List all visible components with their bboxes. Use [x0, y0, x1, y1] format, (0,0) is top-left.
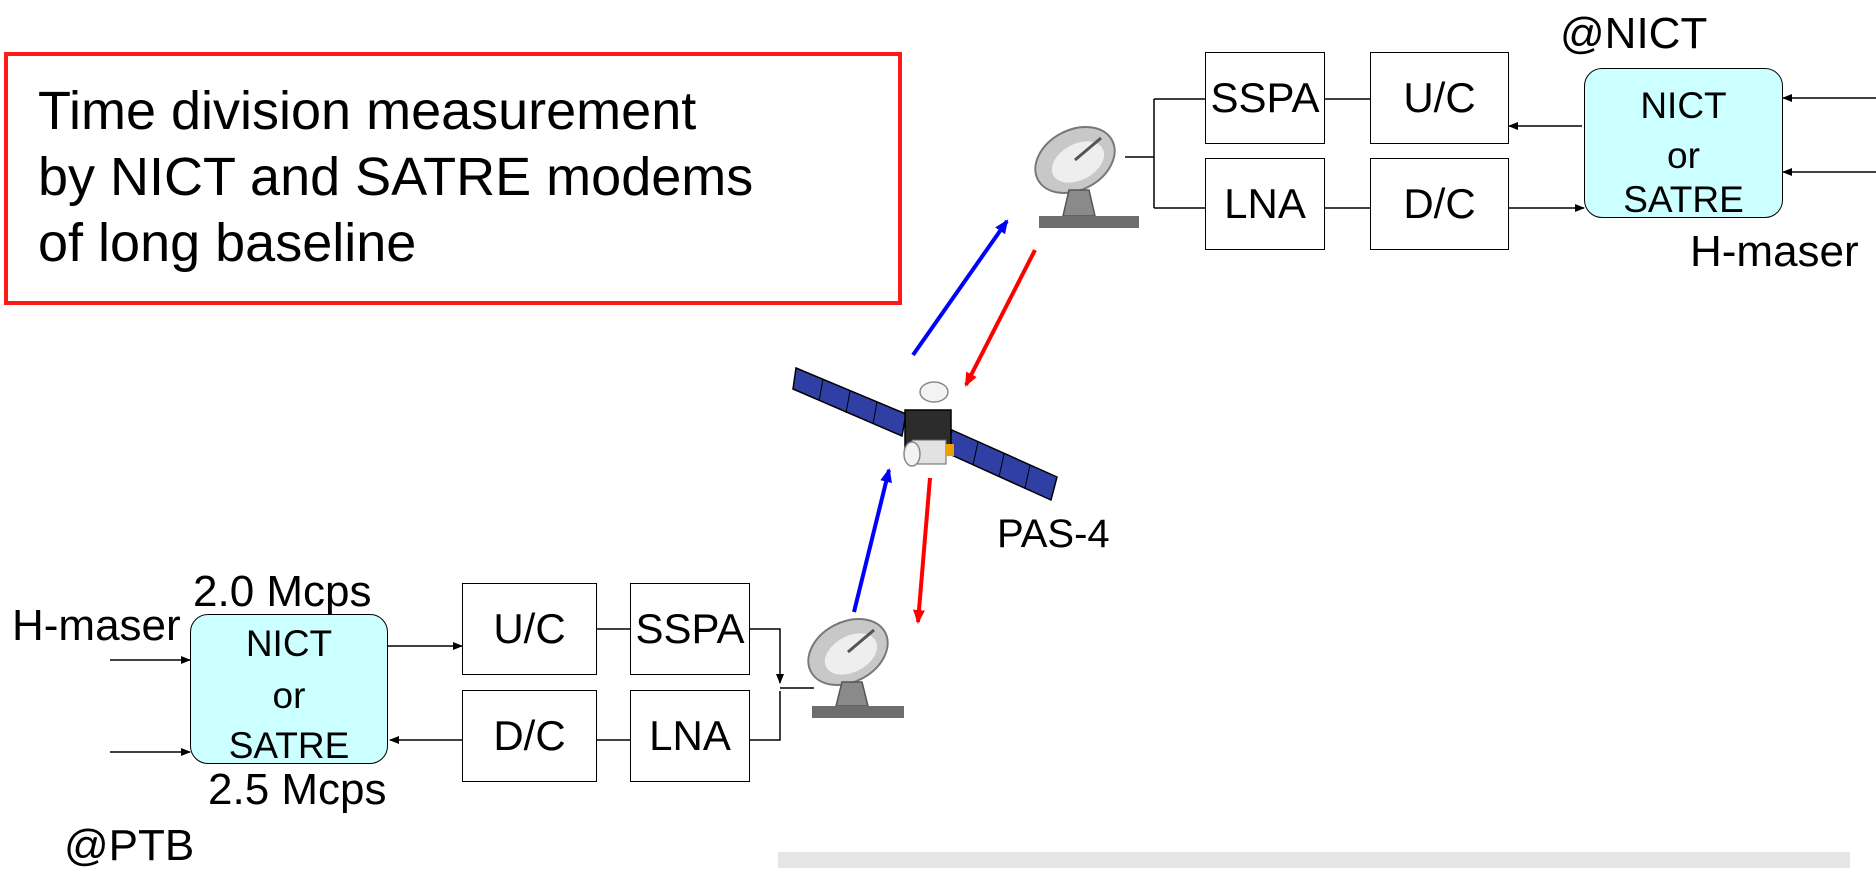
uplink-satellite-to-nict: [911, 219, 1009, 357]
ptb-sspa-box: SSPA: [630, 583, 750, 675]
ptb-site-label: @PTB: [64, 821, 195, 870]
title-line-1: Time division measurement: [38, 81, 697, 141]
uplink-ptb-to-satellite: [852, 468, 892, 613]
nict-modem-line1: NICT: [1640, 85, 1727, 126]
nict-modem-line3: SATRE: [1623, 179, 1744, 220]
title-line-3: of long baseline: [38, 213, 417, 273]
nict-modem-box: NICT or SATRE: [1584, 68, 1783, 218]
downlink-satellite-to-ptb: [913, 477, 932, 624]
satellite-dish-icon: [807, 617, 904, 718]
footer-bar: [778, 852, 1850, 868]
ptb-modem-line2: or: [272, 675, 306, 716]
satellite-dish-icon: [1034, 125, 1139, 228]
ptb-clock-label: H-maser: [12, 601, 181, 650]
nict-up-converter-box: U/C: [1370, 52, 1509, 144]
nict-clock-label: H-maser: [1690, 227, 1859, 276]
title-line-2: by NICT and SATRE modems: [38, 147, 754, 207]
ptb-connectors: [110, 628, 814, 756]
ptb-lna-box: LNA: [630, 690, 750, 782]
nict-lna-box: LNA: [1205, 158, 1325, 250]
title-box: Time division measurement by NICT and SA…: [4, 52, 902, 305]
radio-links: [852, 219, 1037, 624]
downlink-nict-to-satellite: [964, 249, 1037, 387]
nict-connectors: [1125, 94, 1876, 212]
nict-modem-line2: or: [1667, 135, 1700, 176]
satellite-icon: [792, 366, 1058, 502]
ptb-tx-rate-label: 2.0 Mcps: [193, 567, 372, 616]
nict-site-label: @NICT: [1560, 9, 1708, 58]
nict-down-converter-box: D/C: [1370, 158, 1509, 250]
ptb-rx-rate-label: 2.5 Mcps: [208, 765, 387, 814]
satellite-label: PAS-4: [997, 512, 1110, 556]
ptb-modem-line1: NICT: [245, 623, 333, 664]
ptb-modem-line3: SATRE: [228, 725, 350, 766]
title-text: Time division measurement by NICT and SA…: [38, 78, 898, 276]
ptb-down-converter-box: D/C: [462, 690, 597, 782]
ptb-up-converter-box: U/C: [462, 583, 597, 675]
ptb-modem-box: NICT or SATRE: [190, 614, 388, 764]
nict-sspa-box: SSPA: [1205, 52, 1325, 144]
